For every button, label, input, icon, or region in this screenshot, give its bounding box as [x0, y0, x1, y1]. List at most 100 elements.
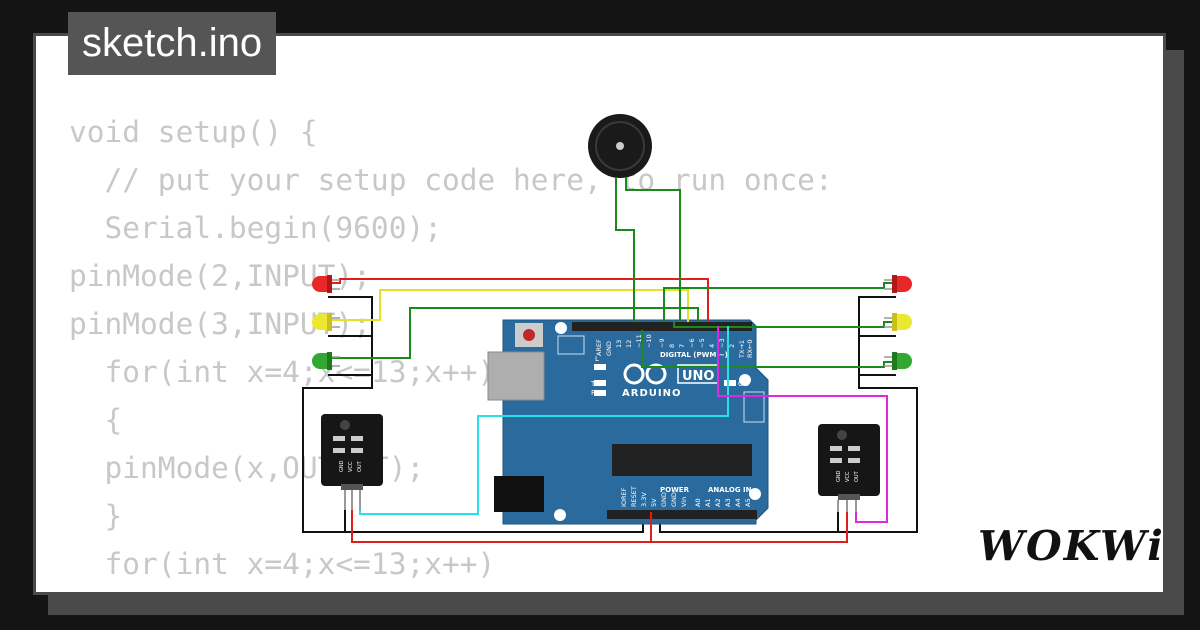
- smd-part: [848, 458, 860, 463]
- digital-header: [572, 322, 752, 331]
- wire-buzzer-pin1: [615, 177, 635, 322]
- digital-pin-labels: 13 12 ~11 ~10 ~9 8 7 ~6 ~5 4 ~3 2 TX→1 R…: [615, 334, 754, 359]
- ir-led: [837, 430, 847, 440]
- arduino-uno-board[interactable]: L TX RX ON ARDUINO UNO DIGITAL (PWM ~) P…: [487, 319, 769, 525]
- wire-magenta-sensor: [717, 326, 888, 523]
- wire-red-power: [351, 510, 652, 543]
- ir-led: [340, 420, 350, 430]
- led-rx: [594, 390, 606, 396]
- pin-label: ~3: [718, 338, 726, 348]
- led-on: [724, 380, 736, 386]
- board-brand: ARDUINO: [622, 388, 681, 399]
- ir-sensor-left[interactable]: GND VCC OUT: [321, 414, 383, 490]
- pin-label: Vin: [680, 497, 688, 507]
- pin-label: 13: [615, 340, 623, 348]
- gnd-label: GND: [605, 341, 613, 356]
- led-yellow-left[interactable]: [312, 313, 340, 331]
- pin-label: 4: [708, 344, 716, 348]
- led-red-right[interactable]: [884, 275, 912, 293]
- digital-label: DIGITAL (PWM ~): [660, 351, 728, 359]
- led-on-label: ON: [738, 380, 749, 388]
- pin-label: 3.3V: [640, 492, 648, 507]
- pin-label: OUT: [854, 470, 860, 482]
- ground-wires: [302, 296, 918, 533]
- led-rx-label: RX: [591, 389, 601, 397]
- pin-label: ~5: [698, 338, 706, 348]
- pin-label: A5: [744, 498, 752, 507]
- arduino-infinity-logo: [623, 363, 667, 385]
- power-analog-header: [607, 510, 757, 519]
- pin-label: VCC: [348, 461, 354, 472]
- led-green-left[interactable]: [312, 352, 340, 370]
- led-red-left[interactable]: [312, 275, 340, 293]
- pin-label: OUT: [357, 460, 363, 472]
- pin-label: RESET: [630, 486, 638, 507]
- usb-connector: [487, 351, 545, 401]
- wire-red-right-led: [663, 282, 896, 322]
- wire-green-right-led: [641, 330, 896, 368]
- wire-yellow-left-led: [328, 289, 689, 322]
- pin-label: 8: [668, 344, 676, 348]
- wokwi-logo: WOKWi: [978, 522, 1165, 570]
- code-line: void setup() {: [69, 115, 318, 149]
- smd-part: [351, 436, 363, 441]
- power-label: POWER: [660, 486, 690, 494]
- pin-label: 7: [678, 344, 686, 348]
- led-l-label: L: [595, 355, 599, 363]
- pin-label: TX→1: [738, 340, 746, 359]
- sensor-header: [341, 484, 363, 490]
- reset-button-cap[interactable]: [523, 329, 535, 341]
- pin-label: A1: [704, 498, 712, 507]
- power-pin-labels: IOREF RESET 3.3V 5V GND GND Vin: [620, 486, 688, 507]
- led-green-right[interactable]: [884, 352, 912, 370]
- wire-red-power-right: [651, 512, 848, 543]
- led-tx: [594, 380, 606, 386]
- ir-sensor-right[interactable]: GND VCC OUT: [818, 424, 880, 500]
- sensor-pins: [344, 490, 857, 512]
- mount-hole: [739, 374, 751, 386]
- mount-hole: [554, 509, 566, 521]
- pin-label: ~10: [645, 334, 653, 348]
- pin-label: A2: [714, 498, 722, 507]
- board-model: UNO: [682, 369, 715, 384]
- pin-label: ~11: [635, 334, 643, 348]
- sensor-header: [838, 494, 860, 500]
- pin-label: 2: [728, 344, 736, 348]
- mount-hole: [555, 322, 567, 334]
- led-l: [594, 364, 606, 370]
- code-line: for(int x=4;x<=13;x++): [69, 547, 496, 581]
- pin-label: GND: [670, 492, 678, 507]
- pin-label: IOREF: [620, 487, 628, 507]
- buzzer[interactable]: [588, 114, 652, 178]
- mount-hole: [749, 488, 761, 500]
- pin-label: ~6: [688, 338, 696, 348]
- smd-part: [333, 448, 345, 453]
- code-line: // put your setup code here, to run once…: [69, 163, 833, 197]
- pin-label: 12: [625, 340, 633, 348]
- atmega-chip: [612, 444, 752, 476]
- smd-part: [351, 448, 363, 453]
- filename-tab[interactable]: sketch.ino: [68, 12, 277, 75]
- wire-buzzer-pin2: [625, 177, 681, 322]
- pin-label: A3: [724, 498, 732, 507]
- pin-label: GND: [660, 492, 668, 507]
- code-line: Serial.begin(9600);: [69, 211, 442, 245]
- smd-part: [830, 458, 842, 463]
- pin-label: A4: [734, 498, 742, 507]
- pin-label: RX←0: [746, 339, 754, 358]
- analog-pin-labels: A0 A1 A2 A3 A4 A5: [694, 498, 752, 507]
- analog-label: ANALOG IN: [708, 486, 752, 494]
- led-tx-label: TX: [590, 380, 600, 388]
- code-line: }: [69, 499, 123, 533]
- pin-label: ~9: [658, 338, 666, 348]
- icsp-header: [557, 335, 585, 355]
- smd-part: [333, 436, 345, 441]
- pin-label: VCC: [845, 471, 851, 482]
- icsp2-header: [743, 391, 765, 423]
- pin-label: GND: [339, 460, 345, 472]
- smd-part: [830, 446, 842, 451]
- power-jack: [494, 476, 544, 512]
- led-yellow-right[interactable]: [884, 313, 912, 331]
- pin-label: 5V: [650, 498, 658, 507]
